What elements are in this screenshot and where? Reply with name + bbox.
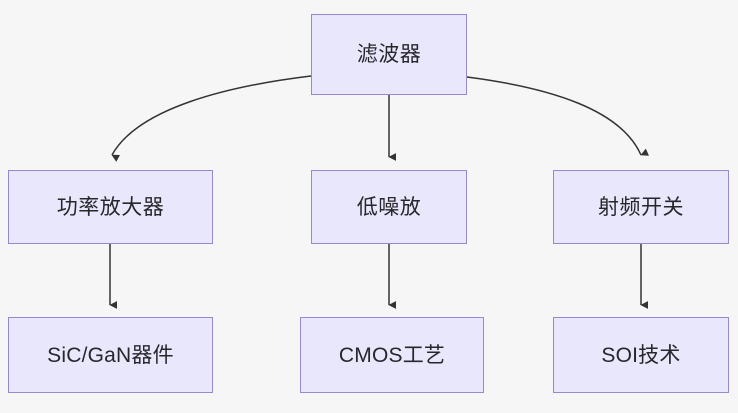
node-rf-switch-label: 射频开关	[598, 195, 684, 219]
node-soi-technology[interactable]: SOI技术	[553, 317, 729, 393]
node-soi-technology-label: SOI技术	[601, 343, 681, 367]
node-cmos-process[interactable]: CMOS工艺	[300, 317, 484, 393]
node-cmos-process-label: CMOS工艺	[338, 343, 446, 367]
edge-filter-to-rfsw	[466, 76, 649, 156]
node-low-noise-amplifier[interactable]: 低噪放	[311, 170, 467, 244]
node-power-amplifier[interactable]: 功率放大器	[8, 170, 213, 244]
node-sic-gan-device[interactable]: SiC/GaN器件	[8, 317, 213, 393]
node-sic-gan-device-label: SiC/GaN器件	[47, 343, 174, 367]
node-power-amplifier-label: 功率放大器	[56, 195, 165, 219]
edge-filter-to-pa	[111, 75, 312, 162]
node-low-noise-amplifier-label: 低噪放	[356, 195, 422, 219]
node-rf-switch[interactable]: 射频开关	[553, 170, 729, 244]
node-filter-label: 滤波器	[356, 43, 422, 66]
node-filter[interactable]: 滤波器	[311, 14, 467, 95]
